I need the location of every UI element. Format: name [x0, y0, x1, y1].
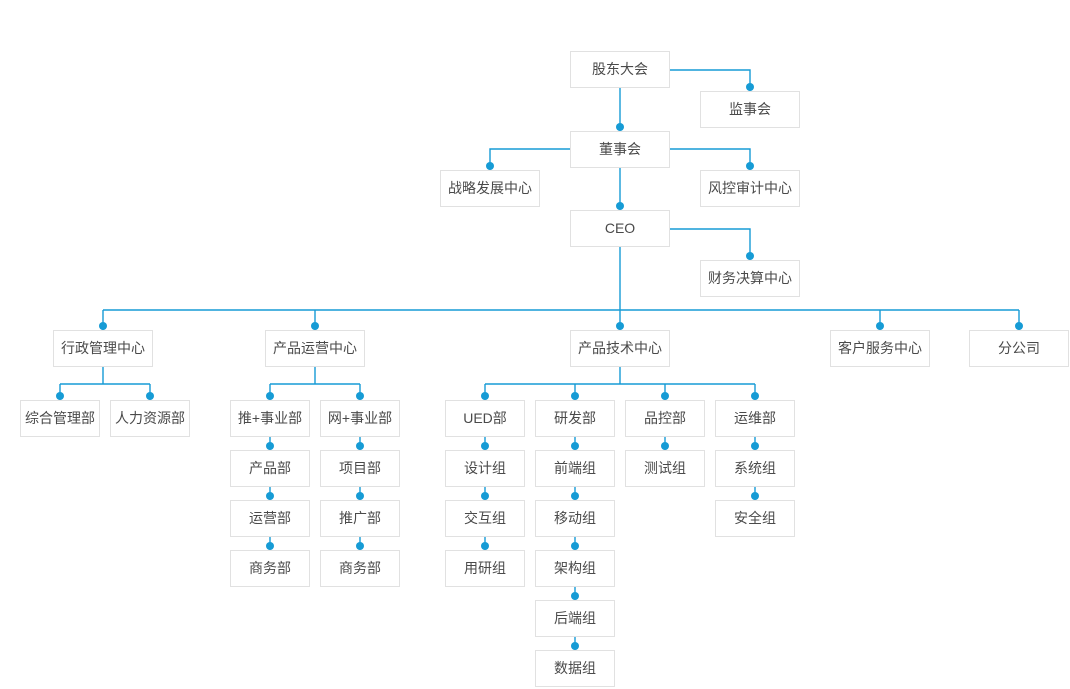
node-testing-group[interactable]: 测试组	[625, 450, 705, 487]
node-ceo[interactable]: CEO	[570, 210, 670, 247]
node-wang-division[interactable]: 网+事业部	[320, 400, 400, 437]
node-branch-company[interactable]: 分公司	[969, 330, 1069, 367]
node-system-group[interactable]: 系统组	[715, 450, 795, 487]
node-interaction-group[interactable]: 交互组	[445, 500, 525, 537]
node-general-management-dept[interactable]: 综合管理部	[20, 400, 100, 437]
node-mobile-group[interactable]: 移动组	[535, 500, 615, 537]
node-design-group[interactable]: 设计组	[445, 450, 525, 487]
node-frontend-group[interactable]: 前端组	[535, 450, 615, 487]
node-project-dept[interactable]: 项目部	[320, 450, 400, 487]
node-product-dept[interactable]: 产品部	[230, 450, 310, 487]
node-financial-settlement-center[interactable]: 财务决算中心	[700, 260, 800, 297]
node-product-ops-center[interactable]: 产品运营中心	[265, 330, 365, 367]
node-tui-division[interactable]: 推+事业部	[230, 400, 310, 437]
node-business-dept-1[interactable]: 商务部	[230, 550, 310, 587]
node-promotion-dept[interactable]: 推广部	[320, 500, 400, 537]
node-hr-dept[interactable]: 人力资源部	[110, 400, 190, 437]
node-risk-audit-center[interactable]: 风控审计中心	[700, 170, 800, 207]
node-operations-dept[interactable]: 运营部	[230, 500, 310, 537]
node-data-group[interactable]: 数据组	[535, 650, 615, 687]
node-qc-dept[interactable]: 品控部	[625, 400, 705, 437]
node-architecture-group[interactable]: 架构组	[535, 550, 615, 587]
node-product-tech-center[interactable]: 产品技术中心	[570, 330, 670, 367]
node-rd-dept[interactable]: 研发部	[535, 400, 615, 437]
node-business-dept-2[interactable]: 商务部	[320, 550, 400, 587]
node-strategic-development-center[interactable]: 战略发展中心	[440, 170, 540, 207]
node-board-of-directors[interactable]: 董事会	[570, 131, 670, 168]
node-security-group[interactable]: 安全组	[715, 500, 795, 537]
node-ued-dept[interactable]: UED部	[445, 400, 525, 437]
node-user-research-group[interactable]: 用研组	[445, 550, 525, 587]
node-backend-group[interactable]: 后端组	[535, 600, 615, 637]
node-customer-service-center[interactable]: 客户服务中心	[830, 330, 930, 367]
node-admin-center[interactable]: 行政管理中心	[53, 330, 153, 367]
node-maintenance-dept[interactable]: 运维部	[715, 400, 795, 437]
node-shareholders-meeting[interactable]: 股东大会	[570, 51, 670, 88]
node-supervisory-board[interactable]: 监事会	[700, 91, 800, 128]
